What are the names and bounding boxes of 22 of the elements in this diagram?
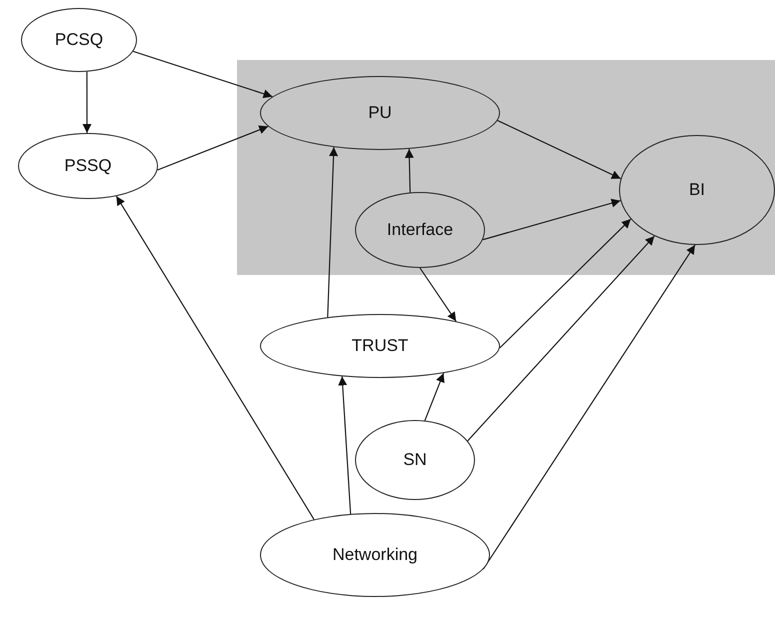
arrow	[499, 218, 632, 348]
arrow	[497, 120, 621, 180]
arrow	[116, 196, 314, 520]
arrow	[424, 372, 444, 421]
arrow	[482, 198, 621, 240]
node-label: PCSQ	[54, 30, 104, 50]
arrow	[327, 147, 338, 318]
node-label: TRUST	[352, 336, 408, 356]
node-label: PU	[368, 103, 392, 123]
arrow	[338, 376, 352, 514]
node-label: BI	[688, 180, 706, 200]
arrow	[404, 148, 414, 192]
node-label: Networking	[332, 545, 418, 565]
node-label: PSSQ	[64, 156, 112, 176]
arrow	[133, 50, 273, 98]
arrow	[157, 126, 268, 170]
arrow	[420, 268, 457, 322]
node-label: SN	[403, 450, 427, 470]
arrow	[482, 244, 696, 570]
node-label: Interface	[386, 220, 454, 240]
arrow	[82, 72, 92, 133]
arrow	[467, 236, 655, 442]
